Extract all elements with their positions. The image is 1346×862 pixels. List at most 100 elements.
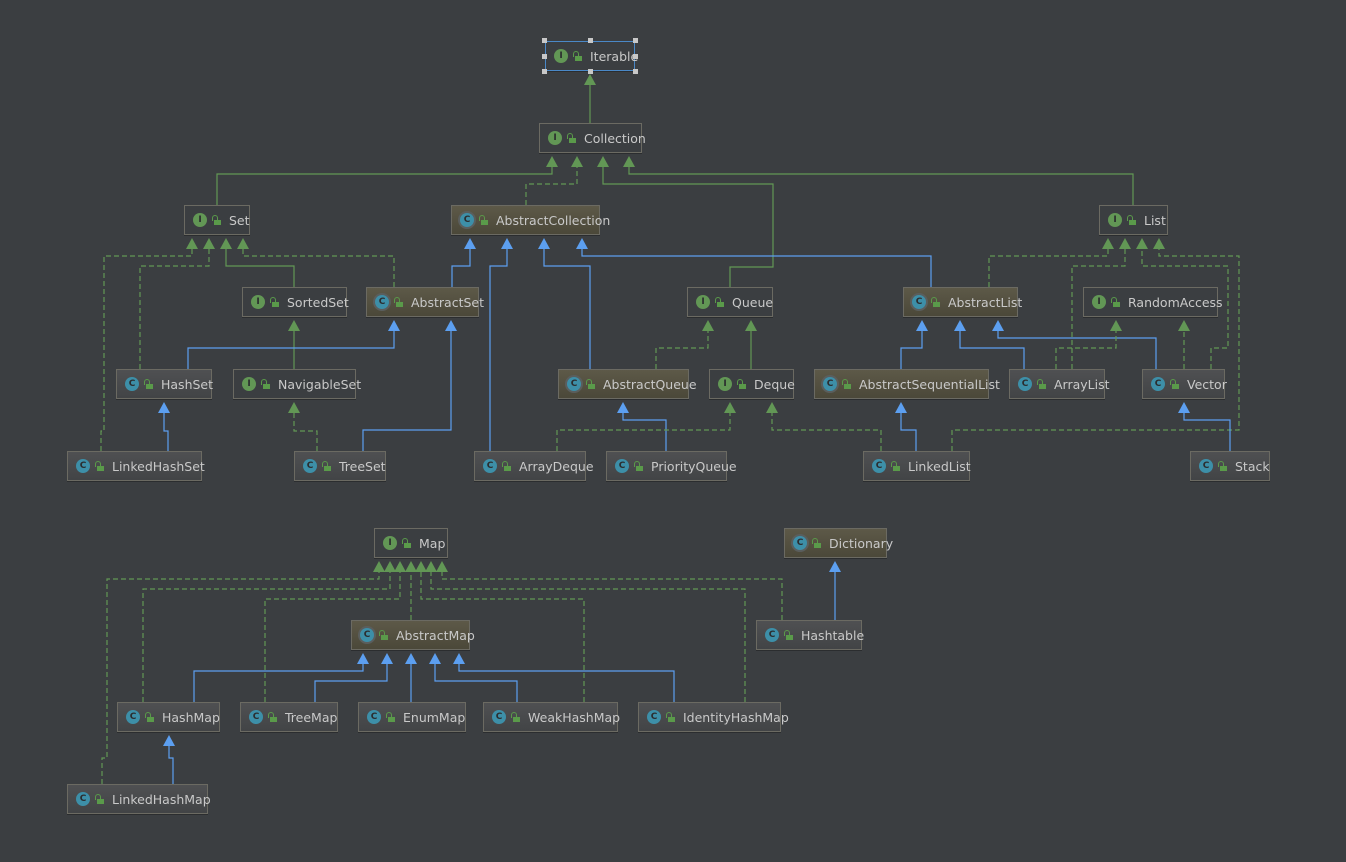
edge-linkedhashset-to-set[interactable] [100, 238, 198, 451]
selection-handle[interactable] [633, 69, 638, 74]
edge-weakhashmap-to-abstractmap[interactable] [429, 653, 518, 702]
edge-abstractset-to-set[interactable] [237, 238, 395, 287]
edge-identityhashmap-to-map[interactable] [425, 561, 746, 702]
edge-collection-to-iterable[interactable] [584, 74, 596, 123]
selection-handle[interactable] [542, 38, 547, 43]
edge-linkedlist-to-deque[interactable] [766, 402, 882, 451]
edge-treemap-to-map[interactable] [264, 561, 406, 702]
edge-priorityqueue-to-abstractqueue[interactable] [617, 402, 667, 451]
edge-treemap-to-abstractmap[interactable] [314, 653, 393, 702]
edge-abstractset-to-abstractcollection[interactable] [451, 238, 476, 287]
edge-linkedlist-to-list[interactable] [951, 238, 1240, 451]
edge-line [622, 412, 667, 451]
edge-arraylist-to-randomaccess[interactable] [1055, 320, 1122, 369]
arrowhead-icon [220, 238, 232, 249]
edge-list-to-collection[interactable] [623, 156, 1134, 205]
selection-handle[interactable] [633, 38, 638, 43]
edge-hashmap-to-map[interactable] [142, 561, 396, 702]
edge-navigableset-to-sortedset[interactable] [288, 320, 300, 369]
edge-enummap-to-abstractmap[interactable] [405, 653, 417, 702]
edge-stack-to-vector[interactable] [1178, 402, 1231, 451]
class-name: AbstractQueue [603, 376, 697, 392]
edge-abstractqueue-to-queue[interactable] [655, 320, 714, 369]
edge-abstractlist-to-list[interactable] [988, 238, 1114, 287]
edge-line [1071, 248, 1126, 369]
edge-hashset-to-set[interactable] [139, 238, 215, 369]
edge-queue-to-collection[interactable] [597, 156, 774, 287]
edge-deque-to-queue[interactable] [745, 320, 757, 369]
edge-identityhashmap-to-abstractmap[interactable] [453, 653, 675, 702]
edge-linkedlist-to-abstractsequentiallist[interactable] [895, 402, 917, 451]
edge-hashtable-to-dictionary[interactable] [829, 561, 841, 620]
edge-hashtable-to-map[interactable] [436, 561, 783, 620]
selection-handle[interactable] [542, 54, 547, 59]
arrowhead-icon [436, 561, 448, 572]
edge-arraydeque-to-deque[interactable] [556, 402, 736, 451]
abstract-class-icon: C [793, 536, 807, 550]
edge-abstractmap-to-map[interactable] [405, 561, 417, 620]
edge-hashset-to-abstractset[interactable] [187, 320, 400, 369]
edge-weakhashmap-to-map[interactable] [415, 561, 585, 702]
edge-sortedset-to-set[interactable] [220, 238, 295, 287]
edge-abstractlist-to-abstractcollection[interactable] [576, 238, 932, 287]
selection-handle[interactable] [588, 38, 593, 43]
arrowhead-icon [724, 402, 736, 413]
edge-hashmap-to-abstractmap[interactable] [193, 653, 369, 702]
edge-vector-to-list[interactable] [1136, 238, 1229, 369]
selection-handle[interactable] [633, 54, 638, 59]
edge-arraylist-to-abstractlist[interactable] [954, 320, 1025, 369]
class-icon: C [615, 459, 629, 473]
selection-handle[interactable] [588, 69, 593, 74]
selection-handle[interactable] [542, 69, 547, 74]
class-icon: C [1018, 377, 1032, 391]
edge-abstractcollection-to-collection[interactable] [525, 156, 583, 205]
edge-arraydeque-to-abstractcollection[interactable] [489, 238, 513, 451]
edge-abstractsequentiallist-to-abstractlist[interactable] [900, 320, 928, 369]
edge-treeset-to-navigableset[interactable] [288, 402, 318, 451]
class-name: PriorityQueue [651, 458, 737, 474]
edge-treeset-to-abstractset[interactable] [362, 320, 457, 451]
edge-linkedhashmap-to-map[interactable] [101, 561, 385, 784]
edge-set-to-collection[interactable] [216, 156, 558, 205]
edge-vector-to-abstractlist[interactable] [992, 320, 1157, 369]
class-node-priorityqueue[interactable]: C PriorityQueue [606, 451, 737, 481]
public-access-icon [270, 297, 279, 307]
edge-abstractqueue-to-abstractcollection[interactable] [538, 238, 591, 369]
edge-linkedhashmap-to-hashmap[interactable] [163, 735, 175, 784]
edge-linkedhashset-to-hashset[interactable] [158, 402, 170, 451]
edge-vector-to-randomaccess[interactable] [1178, 320, 1190, 369]
edge-arraylist-to-list[interactable] [1071, 238, 1131, 369]
